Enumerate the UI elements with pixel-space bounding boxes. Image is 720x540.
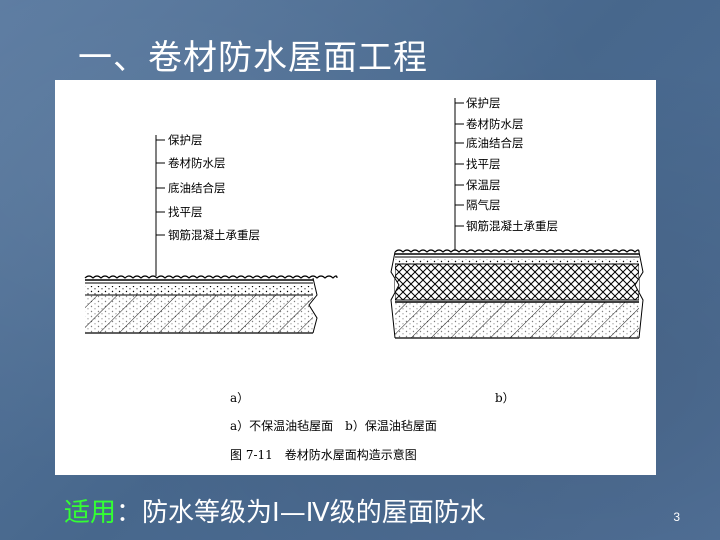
diagram-a: 保护层 卷材防水层 底油结合层 找平层 钢筋混凝土承重层 xyxy=(84,133,338,334)
left-layer-label: 找平层 xyxy=(168,205,203,219)
roof-construction-figure: 保护层 卷材防水层 底油结合层 找平层 钢筋混凝土承重层 xyxy=(55,80,656,475)
footer-body: 防水等级为Ⅰ—Ⅳ级的屋面防水 xyxy=(142,498,486,528)
slide-title: 一、卷材防水屋面工程 xyxy=(78,38,428,78)
right-layer-label: 找平层 xyxy=(466,157,501,171)
label-b: b） xyxy=(495,391,515,405)
right-layer-label: 钢筋混凝土承重层 xyxy=(466,219,558,233)
sub-caption: a）不保温油毡屋面 b）保温油毡屋面 xyxy=(230,419,437,433)
roof-diagram-svg: 保护层 卷材防水层 底油结合层 找平层 钢筋混凝土承重层 xyxy=(84,96,644,462)
label-a: a） xyxy=(230,391,249,405)
right-layer-label: 隔气层 xyxy=(466,198,501,212)
page-number: 3 xyxy=(673,510,680,524)
left-layer-label: 底油结合层 xyxy=(168,181,226,195)
footer-colon: ： xyxy=(116,498,143,528)
right-layer-label: 卷材防水层 xyxy=(466,117,524,131)
diagram-b: 保护层 卷材防水层 底油结合层 找平层 保温层 隔气层 钢筋混凝土承重层 xyxy=(390,96,644,339)
footer-text: 适用：防水等级为Ⅰ—Ⅳ级的屋面防水 xyxy=(64,492,486,529)
left-layer-label: 保护层 xyxy=(168,133,203,147)
left-layer-label: 钢筋混凝土承重层 xyxy=(168,228,260,242)
right-layer-label: 保温层 xyxy=(466,178,501,192)
left-layer-label: 卷材防水层 xyxy=(168,156,226,170)
right-layer-label: 底油结合层 xyxy=(466,136,524,150)
right-layer-label: 保护层 xyxy=(466,96,501,110)
footer-highlight: 适用 xyxy=(64,498,117,528)
figure-caption: 图 7-11 卷材防水屋面构造示意图 xyxy=(230,447,417,462)
